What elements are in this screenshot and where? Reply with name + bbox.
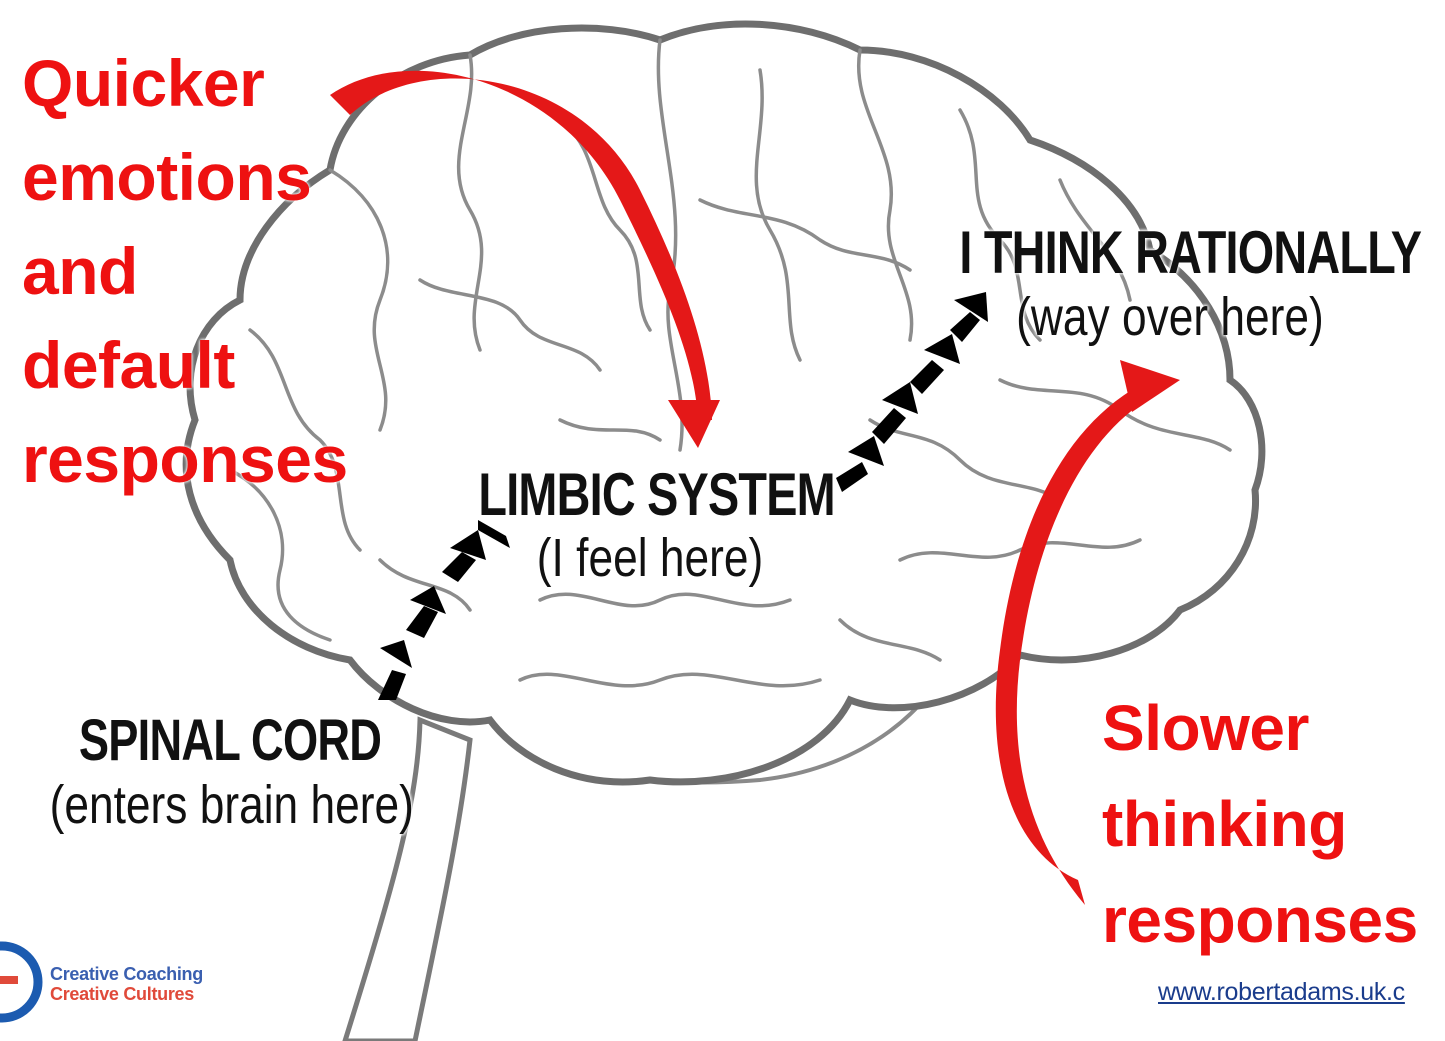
- spinal-title: SPINAL CORD: [58, 708, 401, 774]
- text-line: thinking: [1102, 776, 1418, 872]
- text-line: responses: [22, 412, 348, 506]
- limbic-subtitle: (I feel here): [470, 528, 831, 588]
- rational-label: I THINK RATIONALLY (way over here): [900, 220, 1440, 348]
- rational-subtitle: (way over here): [949, 286, 1392, 348]
- text-line: responses: [1102, 872, 1418, 968]
- text-line: Slower: [1102, 680, 1418, 776]
- logo-line-2: Creative Cultures: [50, 984, 203, 1004]
- logo-line-1: Creative Coaching: [50, 964, 203, 984]
- text-line: and: [22, 224, 348, 318]
- text-line: emotions: [22, 130, 348, 224]
- spinal-subtitle: (enters brain here): [50, 774, 411, 836]
- website-link[interactable]: www.robertadams.uk.c: [1158, 978, 1405, 1007]
- text-line: default: [22, 318, 348, 412]
- text-line: Quicker: [22, 36, 348, 130]
- rational-title: I THINK RATIONALLY: [959, 220, 1380, 286]
- logo-text: Creative Coaching Creative Cultures: [50, 964, 203, 1004]
- limbic-system-label: LIMBIC SYSTEM (I feel here): [430, 462, 870, 588]
- slower-responses-text: Slower thinking responses: [1102, 680, 1418, 968]
- quicker-responses-text: Quicker emotions and default responses: [22, 36, 348, 506]
- spinal-cord-label: SPINAL CORD (enters brain here): [10, 708, 450, 836]
- limbic-title: LIMBIC SYSTEM: [478, 462, 821, 528]
